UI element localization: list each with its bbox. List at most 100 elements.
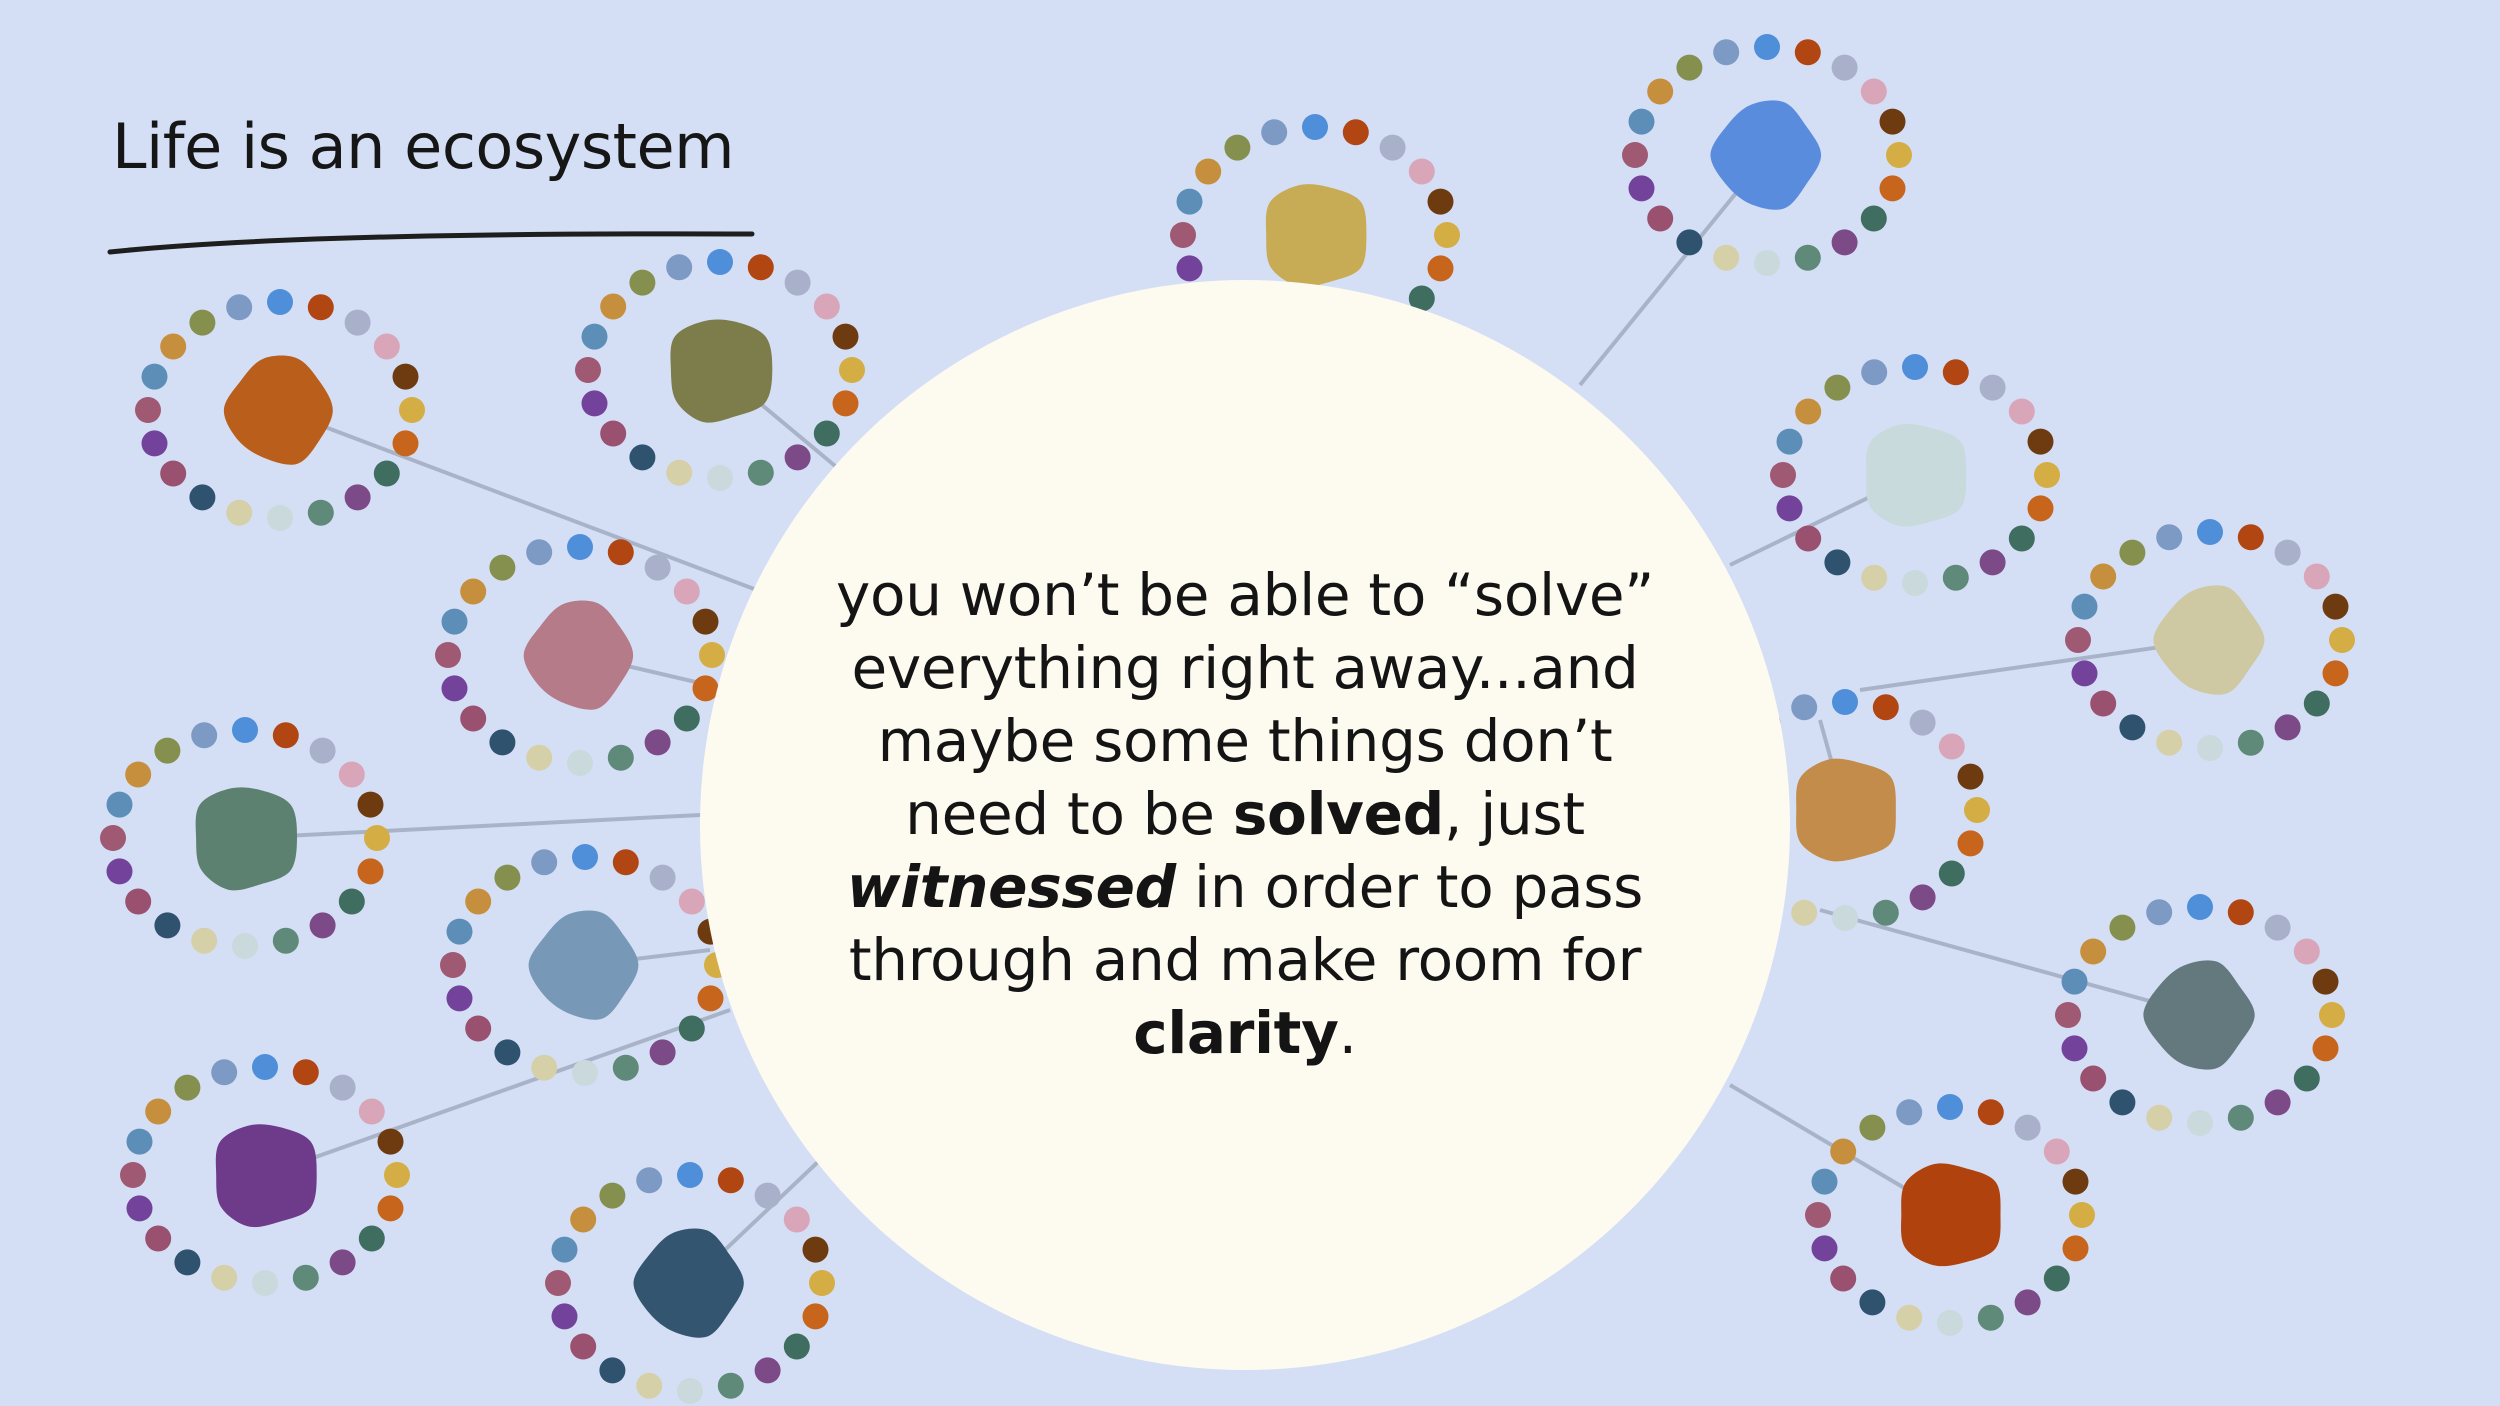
ring-dot	[1942, 359, 1969, 386]
ring-dot	[567, 534, 593, 560]
hub-blob	[2153, 585, 2265, 695]
ring-dot	[232, 717, 258, 743]
ring-dot	[832, 323, 859, 350]
ring-dot	[141, 430, 168, 457]
ring-dot	[272, 722, 299, 749]
ring-dot	[2329, 627, 2355, 653]
ring-dot	[1964, 797, 1990, 823]
ring-dot	[2264, 914, 2291, 941]
ring-dot	[1195, 158, 1222, 185]
ring-dot	[1176, 188, 1203, 215]
ring-dot	[809, 1270, 835, 1296]
ring-dot	[754, 1357, 781, 1384]
ring-dot	[644, 554, 671, 581]
ring-dot	[2065, 627, 2091, 653]
ring-dot	[191, 927, 218, 954]
ring-dot	[649, 1039, 676, 1066]
dot-cluster	[100, 717, 390, 959]
quote-emphasis-witnessed: witnessed	[846, 852, 1176, 921]
hub-blob	[528, 910, 639, 1020]
ring-dot	[673, 705, 700, 732]
ring-dot	[1794, 39, 1821, 66]
hub-blob	[223, 355, 333, 465]
hub-blob	[195, 787, 298, 891]
ring-dot	[813, 293, 840, 320]
ring-dot	[2197, 735, 2223, 761]
ring-dot	[636, 1372, 663, 1399]
ring-dot	[2008, 398, 2035, 425]
ring-dot	[465, 1015, 492, 1042]
ring-dot	[1937, 1310, 1963, 1336]
ring-dot	[489, 729, 516, 756]
ring-dot	[2274, 714, 2301, 741]
ring-dot	[1859, 1289, 1886, 1316]
ring-dot	[2109, 1089, 2136, 1116]
hub-blob	[215, 1124, 317, 1228]
ring-dot	[106, 791, 133, 818]
ring-dot	[1754, 34, 1780, 60]
ring-dot	[649, 864, 676, 891]
ring-dot	[551, 1303, 578, 1330]
ring-dot	[1811, 1235, 1838, 1262]
ring-dot	[399, 397, 425, 423]
ring-dot	[2156, 524, 2183, 551]
ring-dot	[692, 675, 719, 702]
ring-dot	[160, 460, 187, 487]
ring-dot	[1342, 119, 1369, 146]
ring-dot	[2080, 1065, 2107, 1092]
ring-dot	[1224, 134, 1251, 161]
ring-dot	[465, 888, 492, 915]
ring-dot	[1805, 1202, 1831, 1228]
ring-dot	[357, 858, 384, 885]
dot-cluster	[435, 534, 725, 776]
ring-dot	[1427, 188, 1454, 215]
ring-dot	[267, 505, 293, 531]
ring-dot	[189, 309, 216, 336]
ring-dot	[309, 737, 336, 764]
ring-dot	[1830, 1138, 1857, 1165]
ring-dot	[1979, 549, 2006, 576]
ring-dot	[1676, 54, 1703, 81]
ring-dot	[174, 1074, 201, 1101]
ring-dot	[600, 293, 627, 320]
hub-blob	[1866, 423, 1967, 527]
ring-dot	[1824, 374, 1851, 401]
ring-dot	[1872, 694, 1899, 721]
ring-dot	[2319, 1002, 2345, 1028]
ring-dot	[1861, 359, 1888, 386]
ring-dot	[446, 985, 473, 1012]
ring-dot	[145, 1225, 172, 1252]
ring-dot	[364, 825, 390, 851]
ring-dot	[600, 420, 627, 447]
ring-dot	[125, 761, 152, 788]
connector-line	[244, 813, 701, 840]
ring-dot	[2109, 914, 2136, 941]
ring-dot	[211, 1059, 238, 1086]
ring-dot	[2080, 938, 2107, 965]
ring-dot	[377, 1195, 404, 1222]
ring-dot	[1957, 763, 1984, 790]
ring-dot	[1902, 570, 1928, 596]
ring-dot	[599, 1357, 626, 1384]
ring-dot	[707, 249, 733, 275]
quote-text: you won’t be able to “solve” everything …	[815, 559, 1675, 1070]
ring-dot	[1628, 175, 1655, 202]
ring-dot	[358, 1225, 385, 1252]
quote-part-4: .	[1338, 998, 1357, 1067]
ring-dot	[226, 294, 253, 321]
connector-line	[264, 1008, 731, 1177]
ring-dot	[2043, 1265, 2070, 1292]
ring-dot	[1791, 899, 1818, 926]
ring-dot	[2322, 593, 2349, 620]
ring-dot	[783, 1333, 810, 1360]
ring-dot	[1830, 1265, 1857, 1292]
ring-dot	[1754, 250, 1780, 276]
ring-dot	[2119, 714, 2146, 741]
ring-dot	[2227, 1104, 2254, 1131]
ring-dot	[2312, 1035, 2339, 1062]
ring-dot	[344, 484, 371, 511]
ring-dot	[1408, 285, 1435, 312]
ring-dot	[666, 254, 693, 281]
ring-dot	[1957, 830, 1984, 857]
ring-dot	[2043, 1138, 2070, 1165]
